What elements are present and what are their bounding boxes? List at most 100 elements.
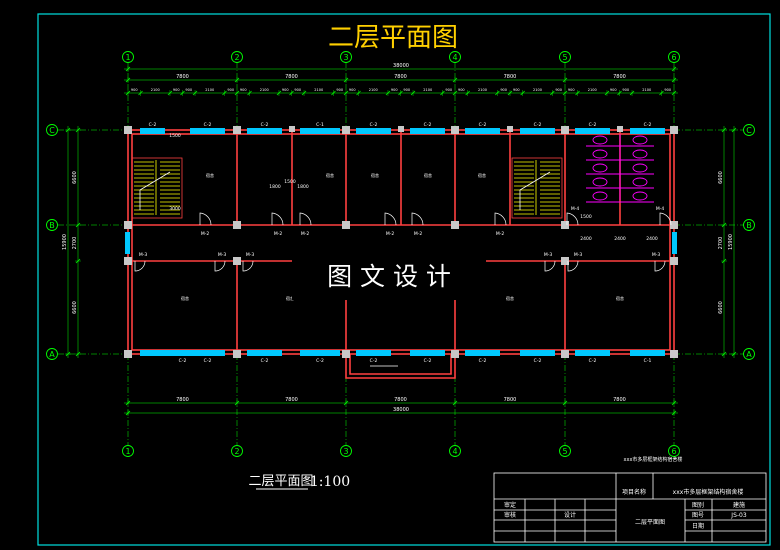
dimension-text: 900 <box>349 88 356 92</box>
tb-chart-no: JS-03 <box>730 512 747 519</box>
dimension-text: 2100 <box>205 88 214 92</box>
plan-label: 1500 <box>580 214 592 220</box>
plan-label: 1500 <box>284 179 296 185</box>
dimension-text: 900 <box>403 88 410 92</box>
plan-label: 2400 <box>580 236 592 242</box>
column <box>561 126 569 134</box>
stair-enclosure <box>131 157 183 219</box>
column <box>233 126 241 134</box>
dimension-text: 6600 <box>718 301 724 314</box>
axis-label: 2 <box>234 53 239 62</box>
plan-label: 宿舍 <box>616 295 624 301</box>
axis-bubble <box>668 51 680 63</box>
plan-label: M-3 <box>139 252 148 258</box>
toilet-fixture <box>632 135 648 145</box>
plan-label: C-2 <box>261 122 269 128</box>
window <box>672 232 677 254</box>
column <box>342 350 350 358</box>
column <box>507 126 513 132</box>
window <box>190 350 225 356</box>
plan-label: C-2 <box>149 122 157 128</box>
axis-label: A <box>746 350 752 359</box>
axis-bubble <box>231 51 243 63</box>
axis-bubble <box>743 124 755 136</box>
tb-check: 审核 <box>504 511 516 519</box>
dimension-text: 7800 <box>285 397 298 403</box>
dimension-text: 7800 <box>285 74 298 80</box>
toilet-fixture <box>632 177 648 187</box>
dimension-text: 15900 <box>728 234 734 250</box>
windows <box>125 128 677 356</box>
plan-label: C-2 <box>644 122 652 128</box>
watermark-text: 图 文 设 计 <box>327 262 451 291</box>
dimension-text: 2100 <box>533 88 542 92</box>
plan-label: C-2 <box>424 358 432 364</box>
dimension-text: 6600 <box>72 171 78 184</box>
window <box>465 128 500 134</box>
drawing-title: 二层平面图 <box>328 23 458 53</box>
stair-treads <box>514 161 560 215</box>
school-note: xxx市多层框架结构宿舍楼 <box>624 456 683 463</box>
door-swing <box>566 212 579 226</box>
window <box>575 128 610 134</box>
axis-bubble <box>231 445 243 457</box>
window <box>140 350 225 356</box>
stair-enclosure <box>511 157 563 219</box>
plan-label: 宿舍 <box>326 172 334 178</box>
column <box>398 126 404 132</box>
dimension-text: 900 <box>568 88 575 92</box>
drawing-frame <box>37 13 771 546</box>
tb-project-label: 项目名称 <box>622 488 646 496</box>
dimension-text: 900 <box>240 88 247 92</box>
axis-bubble <box>559 51 571 63</box>
window <box>300 128 340 134</box>
axis-bubble <box>46 219 58 231</box>
window <box>410 350 445 356</box>
dimension-text: 900 <box>500 88 507 92</box>
column <box>561 221 569 229</box>
plan-label: M-3 <box>652 252 661 258</box>
toilet-fixture <box>592 163 608 173</box>
stairwell-right <box>511 157 563 219</box>
stair-arrow <box>139 171 171 210</box>
axis-label: 5 <box>562 53 567 62</box>
axis-label: A <box>49 350 55 359</box>
dimension-text: 900 <box>391 88 398 92</box>
column <box>451 350 459 358</box>
window <box>356 128 391 134</box>
plan-label: M-4 <box>571 206 580 212</box>
door-swing <box>544 260 556 272</box>
tb-scale-val: 建施 <box>733 501 745 509</box>
axis-bubble <box>449 445 461 457</box>
plan-label: 1800 <box>269 184 281 190</box>
axis-bubble <box>46 124 58 136</box>
tb-drawing-name: 二层平面图 <box>635 519 665 526</box>
column <box>670 350 678 358</box>
window <box>630 350 665 356</box>
window <box>465 350 500 356</box>
axis-label: 5 <box>562 447 567 456</box>
plan-label: 1800 <box>297 184 309 190</box>
title-block <box>493 472 767 543</box>
dimension-text: 900 <box>282 88 289 92</box>
toilet-fixtures <box>586 134 654 203</box>
plan-label: 2400 <box>646 236 658 242</box>
plan-label: C-2 <box>204 358 212 364</box>
dimension-text: 2100 <box>423 88 432 92</box>
plan-label: M-2 <box>386 231 395 237</box>
dimension-text: 900 <box>622 88 629 92</box>
dimension-text: 38000 <box>393 407 409 413</box>
dimension-text: 15900 <box>62 234 68 250</box>
door-swing <box>271 212 284 226</box>
stair-arrow <box>519 171 551 210</box>
axis-bubble <box>668 445 680 457</box>
plan-label: 宿舍 <box>286 295 294 301</box>
window <box>247 350 282 356</box>
window <box>247 128 282 134</box>
column <box>617 126 623 132</box>
dimension-text: 2100 <box>478 88 487 92</box>
dimension-text: 7800 <box>176 74 189 80</box>
column <box>124 257 132 265</box>
axis-bubble <box>340 51 352 63</box>
